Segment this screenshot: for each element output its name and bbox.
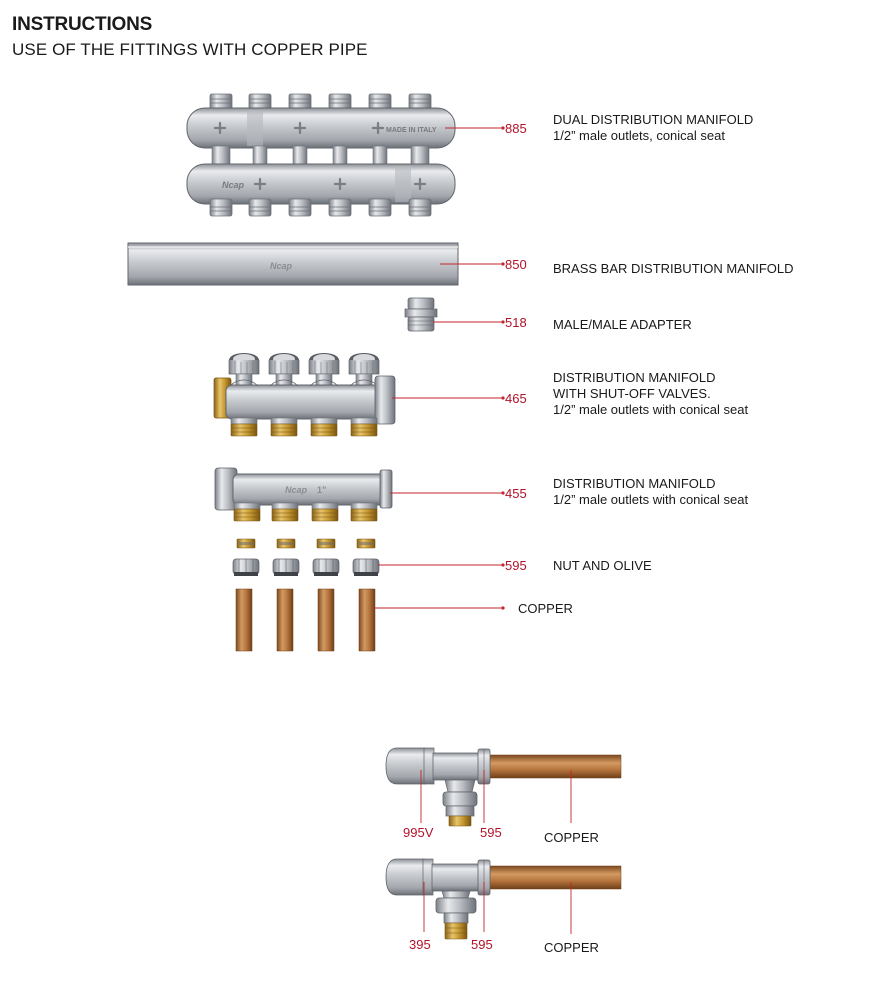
distribution-manifold-image: Ncap 1” bbox=[214, 467, 393, 522]
label-valve-manifold: DISTRIBUTION MANIFOLD WITH SHUT-OFF VALV… bbox=[553, 370, 748, 418]
label-dual-distribution-manifold: DUAL DISTRIBUTION MANIFOLD 1/2” male out… bbox=[553, 112, 753, 144]
code-995v: 995V bbox=[403, 825, 434, 840]
label-line: DUAL DISTRIBUTION MANIFOLD bbox=[553, 112, 754, 127]
label-line: NUT AND OLIVE bbox=[553, 558, 652, 573]
code-395: 395 bbox=[409, 937, 431, 952]
label-copper: COPPER bbox=[518, 601, 573, 617]
label-line: 1/2” male outlets with conical seat bbox=[553, 492, 749, 507]
label-line: 1/2” male outlets with conical seat bbox=[553, 402, 749, 417]
code-595-fitting-1: 595 bbox=[480, 825, 502, 840]
valve-manifold-image bbox=[213, 352, 396, 437]
code-518: 518 bbox=[505, 315, 527, 330]
brand-marking: Ncap bbox=[222, 180, 245, 190]
label-line: WITH SHUT-OFF VALVES. bbox=[553, 386, 711, 401]
code-595: 595 bbox=[505, 558, 527, 573]
size-marking: 1” bbox=[317, 485, 327, 495]
label-copper-fitting-2: COPPER bbox=[544, 940, 599, 955]
page-subtitle: USE OF THE FITTINGS WITH COPPER PIPE bbox=[12, 40, 368, 59]
label-line: 1/2” male outlets, conical seat bbox=[553, 128, 725, 143]
code-455: 455 bbox=[505, 486, 527, 501]
fitting-995v-leaders bbox=[420, 770, 572, 823]
leader-lines bbox=[373, 126, 505, 610]
made-in-italy-marking: MADE IN ITALY bbox=[386, 127, 437, 134]
code-465: 465 bbox=[505, 391, 527, 406]
label-brass-bar-manifold: BRASS BAR DISTRIBUTION MANIFOLD bbox=[553, 261, 794, 277]
male-male-adapter-image bbox=[404, 297, 438, 332]
label-nut-and-olive: NUT AND OLIVE bbox=[553, 558, 652, 574]
brass-bar-manifold-image: Ncap bbox=[127, 242, 459, 286]
label-male-male-adapter: MALE/MALE ADAPTER bbox=[553, 317, 692, 333]
label-line: COPPER bbox=[518, 601, 573, 616]
nut-and-olive-image bbox=[232, 538, 380, 577]
label-distribution-manifold: DISTRIBUTION MANIFOLD 1/2” male outlets … bbox=[553, 476, 748, 508]
label-line: DISTRIBUTION MANIFOLD bbox=[553, 370, 716, 385]
label-copper-fitting-1: COPPER bbox=[544, 830, 599, 845]
brand-marking: Ncap bbox=[285, 485, 308, 495]
dual-distribution-manifold-image: MADE IN ITALY Ncap bbox=[186, 93, 456, 217]
label-line: DISTRIBUTION MANIFOLD bbox=[553, 476, 716, 491]
fitting-995v-assembly-image bbox=[385, 747, 622, 827]
code-850: 850 bbox=[505, 257, 527, 272]
fitting-395-assembly-image bbox=[385, 858, 622, 940]
label-line: BRASS BAR DISTRIBUTION MANIFOLD bbox=[553, 261, 794, 276]
page-title: INSTRUCTIONS bbox=[12, 14, 153, 35]
label-line: MALE/MALE ADAPTER bbox=[553, 317, 692, 332]
fitting-395-leaders bbox=[423, 882, 572, 934]
copper-pipes-image bbox=[235, 588, 376, 652]
code-595-fitting-2: 595 bbox=[471, 937, 493, 952]
brand-marking: Ncap bbox=[270, 261, 293, 271]
code-885: 885 bbox=[505, 121, 527, 136]
